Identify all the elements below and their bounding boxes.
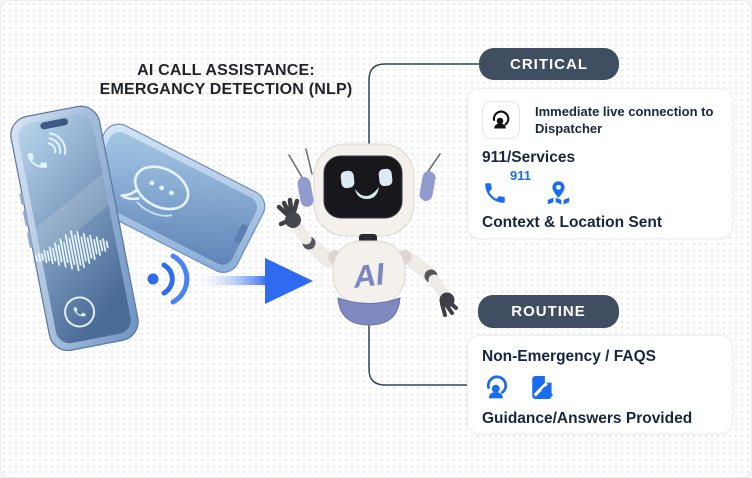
support-agent-icon [486,375,508,399]
ai-robot-illustration: AI [276,143,458,326]
robot-waving-hand [276,197,336,268]
critical-card: Immediate live connection to Dispatcher … [467,88,733,239]
routine-pill-label: ROUTINE [511,303,586,320]
flow-arrow-icon [199,258,313,304]
sound-wave-icon [147,253,190,305]
chat-bubble-icon [120,165,190,217]
chat-phone [76,123,266,273]
routine-heading: Non-Emergency / FAQS [482,348,656,365]
critical-pill-label: CRITICAL [510,55,588,73]
title-line-2: EMERGANCY DETECTION (NLP) [99,81,353,98]
phone-call-icon [485,183,505,203]
document-pen-icon [532,376,554,399]
diagram-title: AI CALL ASSISTANCE: EMERGANCY DETECTION … [85,61,367,99]
call-phone [10,105,139,352]
robot-chest-label: AI [350,256,387,295]
critical-footer: Context & Location Sent [482,214,662,231]
phone-circle-icon [64,296,96,328]
routine-card: Non-Emergency / FAQS Guidance/Answers Pr… [467,335,733,434]
phone-911-label: 911 [510,168,531,183]
critical-pill: CRITICAL [479,48,619,80]
dispatcher-icon-box [482,101,520,139]
title-line-1: AI CALL ASSISTANCE: [137,62,315,79]
robot-right-arm [402,252,458,317]
services-heading: 911/Services [482,149,576,166]
map-location-icon [547,181,570,205]
ringing-phone-icon [27,132,67,168]
routine-footer: Guidance/Answers Provided [482,410,693,427]
routine-pill: ROUTINE [478,295,619,328]
dispatcher-headset-icon [492,110,510,129]
voice-waveform-icon [35,230,109,272]
critical-connection-text: Immediate live connection to Dispatcher [535,104,714,136]
phones-illustration [10,105,313,352]
